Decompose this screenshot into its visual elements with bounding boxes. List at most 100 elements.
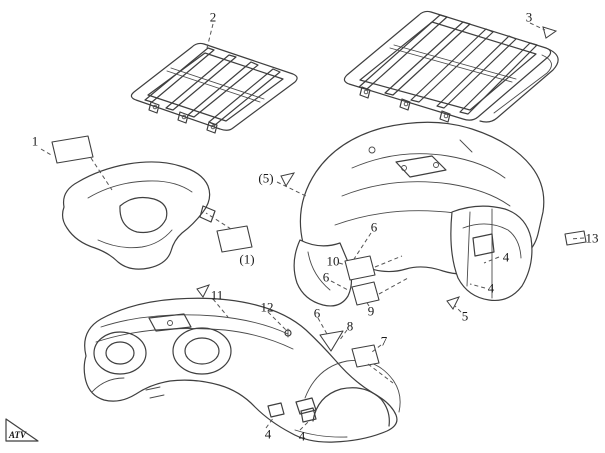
rear-fender-right-panel	[472, 233, 495, 257]
flag-marker-3	[542, 26, 558, 39]
front-panel-opening	[119, 196, 168, 234]
callout-1-paren: (1)	[239, 251, 255, 267]
front-fender-assembly-drawing	[83, 297, 401, 443]
front-fender-panel-drawing	[61, 161, 216, 270]
flag-markers	[196, 26, 558, 310]
rear-fender-detail-line	[459, 139, 473, 153]
rear-rack-slat	[436, 35, 517, 109]
brand-logo: ATV	[5, 418, 39, 442]
front-rack-slat	[165, 54, 237, 111]
rear-rack-side-loop	[479, 47, 559, 123]
front-fender-bottom-line	[294, 429, 348, 438]
callout-4-b: 4	[487, 280, 495, 296]
front-panel-crease	[87, 180, 193, 199]
rear-rack-side-loop-inner	[493, 54, 552, 114]
callout-5-paren: (5)	[258, 170, 274, 186]
callout-7: 7	[380, 333, 388, 349]
rear-rack-bracket	[439, 110, 451, 123]
front-fender-vent	[295, 397, 317, 415]
rear-rack-bracket	[399, 98, 411, 111]
callout-4-c: 4	[264, 426, 272, 442]
rear-fender-crease	[351, 153, 506, 179]
callout-4-a: 4	[502, 249, 510, 265]
decal-shapes	[51, 135, 587, 368]
rear-rack-bolt	[443, 113, 449, 119]
leader-3	[529, 22, 546, 31]
rear-fender-drawing	[293, 121, 545, 307]
front-fender-center-pod-hole	[184, 337, 220, 365]
front-fender-left-pod-rim	[93, 331, 147, 375]
leader-1	[40, 148, 54, 157]
leader-10	[338, 262, 347, 266]
front-fender-deck-crease	[95, 328, 294, 350]
leader-9	[365, 300, 370, 307]
rear-fender-right-crease	[466, 208, 493, 299]
rear-rack-bracket	[359, 86, 371, 99]
leader-4-c	[265, 416, 275, 429]
front-rack-bolt	[152, 104, 158, 110]
flag-marker-5-paren	[280, 172, 296, 188]
leader-7	[371, 344, 382, 353]
flag-marker-5	[446, 296, 460, 310]
leader-decal7-to-fender	[367, 363, 394, 384]
leader-1-to-panel	[90, 157, 113, 191]
leader-4-a	[483, 256, 500, 264]
front-fender-left-pod-hole	[105, 341, 135, 365]
front-fender-hatch-bolt	[167, 320, 173, 326]
front-panel-tab	[199, 205, 216, 223]
front-rack-bolt	[210, 124, 216, 130]
front-fender-main-body	[83, 297, 398, 443]
rear-fender-hatch-bolt	[433, 162, 439, 168]
front-rack-bracket	[177, 111, 189, 124]
rear-rack-drawing	[343, 10, 559, 123]
front-fender-slot	[145, 386, 165, 399]
rear-fender-hatch	[395, 155, 447, 178]
leader-6-bottom	[317, 317, 328, 335]
rear-rack-slat	[410, 28, 494, 103]
callout-10: 10	[326, 253, 340, 269]
front-rack-slat	[208, 68, 281, 126]
callout-4-d: 4	[298, 428, 306, 444]
front-fender-bracket	[267, 402, 285, 418]
front-rack-inner-tube	[147, 52, 284, 122]
leader-lines	[40, 22, 585, 431]
front-rack-bolt	[181, 114, 187, 120]
rear-rack-center-bar	[389, 44, 517, 83]
rear-fender-right-arch	[462, 223, 522, 259]
leader-6-mid	[330, 280, 351, 292]
leader-6-top	[353, 232, 372, 260]
rear-fender-crease	[341, 181, 511, 207]
leader-12	[267, 311, 287, 331]
leader-4-b	[469, 283, 486, 289]
callout-5: 5	[461, 308, 469, 324]
rear-rack-bolt	[403, 101, 409, 107]
front-fender-center-pod-rim	[172, 327, 232, 375]
callout-6-b: 6	[322, 269, 330, 285]
rear-rack-slat	[384, 21, 471, 96]
decal-part-1	[51, 135, 94, 164]
decal-part-10	[344, 255, 376, 281]
callout-1: 1	[31, 133, 39, 149]
decal-part-7	[351, 344, 380, 368]
leader-8	[338, 329, 348, 342]
front-rack-bracket	[206, 121, 218, 134]
front-fender-deck-crease	[100, 314, 289, 335]
rear-rack-bolt	[363, 89, 369, 95]
decal-part-13	[564, 230, 587, 246]
decal-part-8-triangle	[319, 330, 344, 352]
rear-fender-right-skirt	[450, 205, 533, 302]
front-rack-bracket	[148, 101, 160, 114]
callout-13: 13	[585, 230, 599, 246]
flag-marker-11	[196, 284, 210, 298]
decal-part-1-alt	[216, 225, 253, 253]
leader-4-d	[299, 420, 310, 431]
callout-2: 2	[209, 9, 217, 25]
rear-rack-outer-tube	[343, 10, 552, 121]
callout-6-c: 6	[313, 305, 321, 321]
callout-9: 9	[367, 303, 375, 319]
leader-decal10-to-fender	[374, 255, 403, 268]
leader-5	[454, 305, 462, 313]
leader-1-paren	[205, 212, 232, 230]
